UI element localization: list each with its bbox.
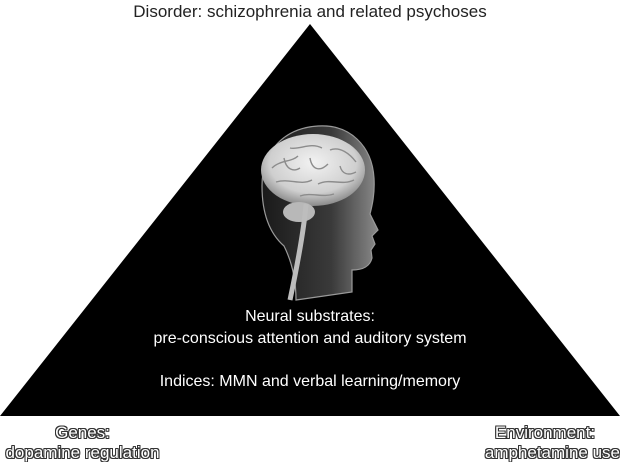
genes-label: Genes:	[55, 423, 110, 442]
disorder-label: Disorder: schizophrenia and related psyc…	[133, 2, 487, 21]
neural-substrates-detail: pre-conscious attention and auditory sys…	[153, 330, 467, 347]
indices-label: Indices: MMN and verbal learning/memory	[159, 373, 461, 390]
environment-detail: amphetamine use	[484, 443, 620, 462]
environment-label: Environment:	[494, 423, 596, 442]
neural-substrates-title: Neural substrates:	[245, 308, 375, 325]
genes-detail: dopamine regulation	[5, 443, 160, 462]
brain-head-icon	[261, 125, 379, 301]
